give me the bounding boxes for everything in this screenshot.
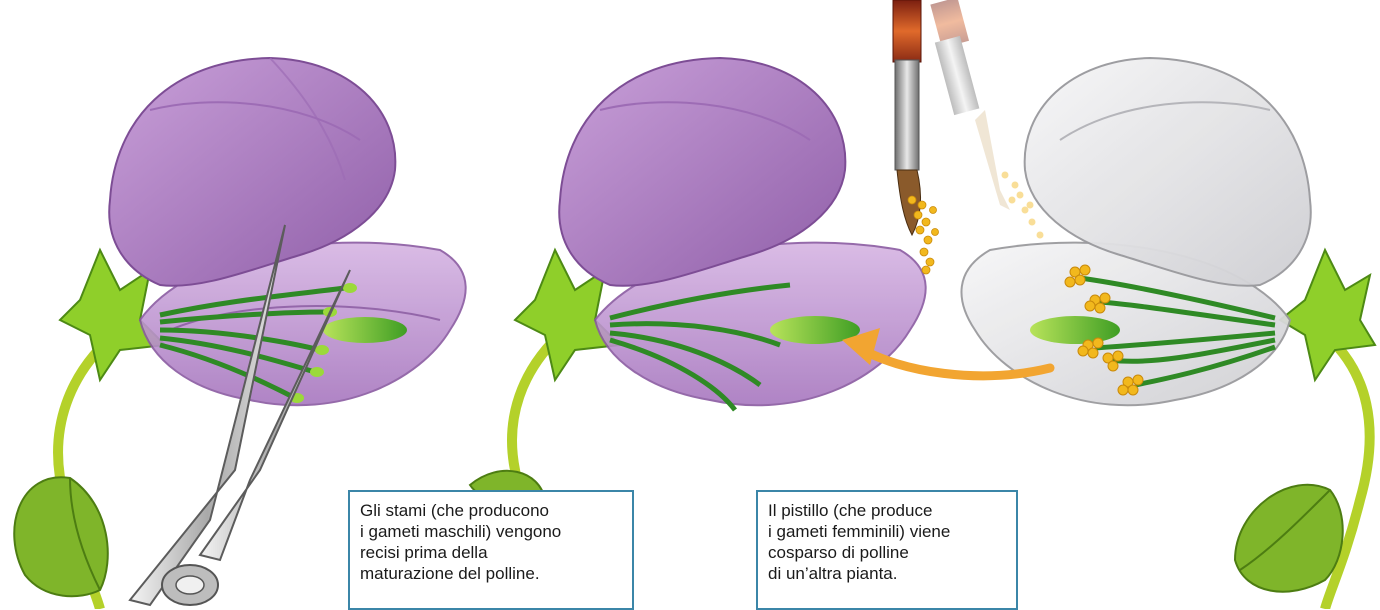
caption-pistil-pollinated: Il pistillo (che produce i gameti femmin… (756, 490, 1018, 610)
caption-line: i gameti maschili) vengono (360, 521, 620, 542)
caption-line: cosparso di polline (768, 542, 1004, 563)
caption-line: recisi prima della (360, 542, 620, 563)
caption-line: Gli stami (che producono (360, 500, 620, 521)
right-flower (961, 58, 1375, 609)
middle-flower (470, 58, 926, 540)
caption-stamens-removed: Gli stami (che producono i gameti maschi… (348, 490, 634, 610)
right-pistil (1030, 316, 1120, 344)
caption-line: maturazione del polline. (360, 563, 620, 584)
caption-line: Il pistillo (che produce (768, 500, 1004, 521)
caption-line: i gameti femminili) viene (768, 521, 1004, 542)
right-sepal (1280, 250, 1375, 380)
right-leaf (1235, 485, 1343, 592)
left-pistil (323, 317, 407, 343)
paintbrush-icon (893, 0, 939, 274)
caption-line: di un’altra pianta. (768, 563, 1004, 584)
faded-brush-icon (930, 0, 1043, 239)
